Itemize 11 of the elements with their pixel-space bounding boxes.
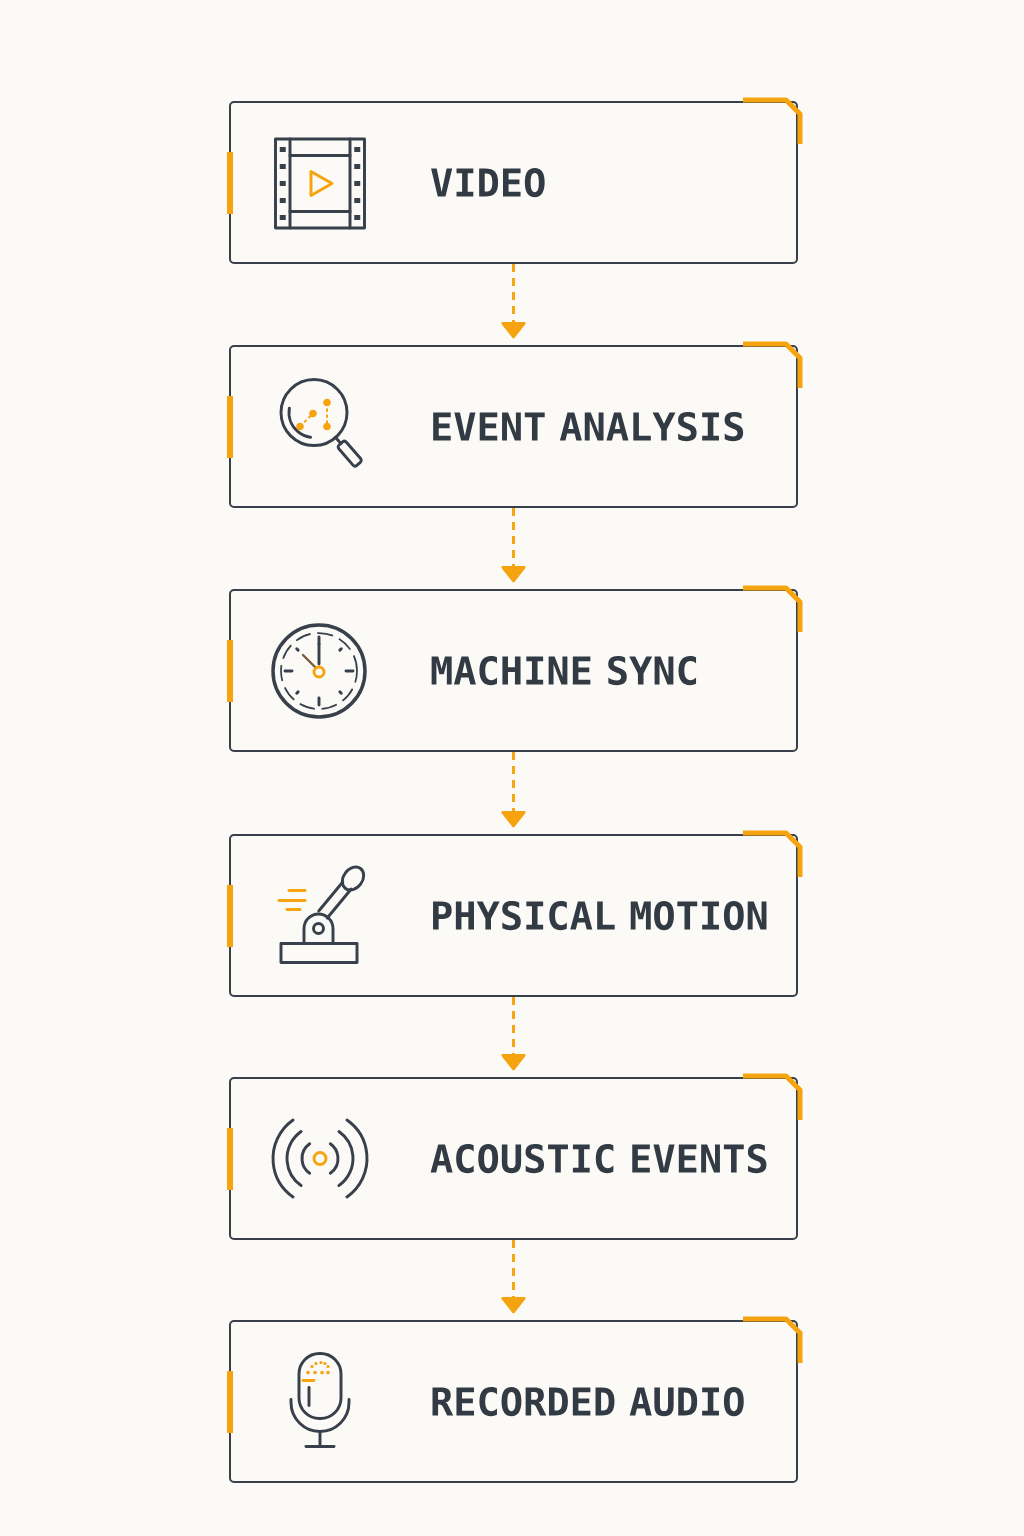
- process-box: RECORDED AUDIO: [229, 1320, 798, 1483]
- process-box: PHYSICAL MOTION: [229, 834, 798, 997]
- process-box: ACOUSTIC EVENTS: [229, 1077, 798, 1240]
- arrow: [501, 264, 526, 339]
- arrow: [501, 997, 526, 1071]
- arrow: [501, 508, 526, 583]
- arrow: [501, 752, 526, 828]
- arrow: [501, 1240, 526, 1314]
- process-box: VIDEO: [229, 101, 798, 264]
- process-box: EVENT ANALYSIS: [229, 345, 798, 508]
- process-box: MACHINE SYNC: [229, 589, 798, 752]
